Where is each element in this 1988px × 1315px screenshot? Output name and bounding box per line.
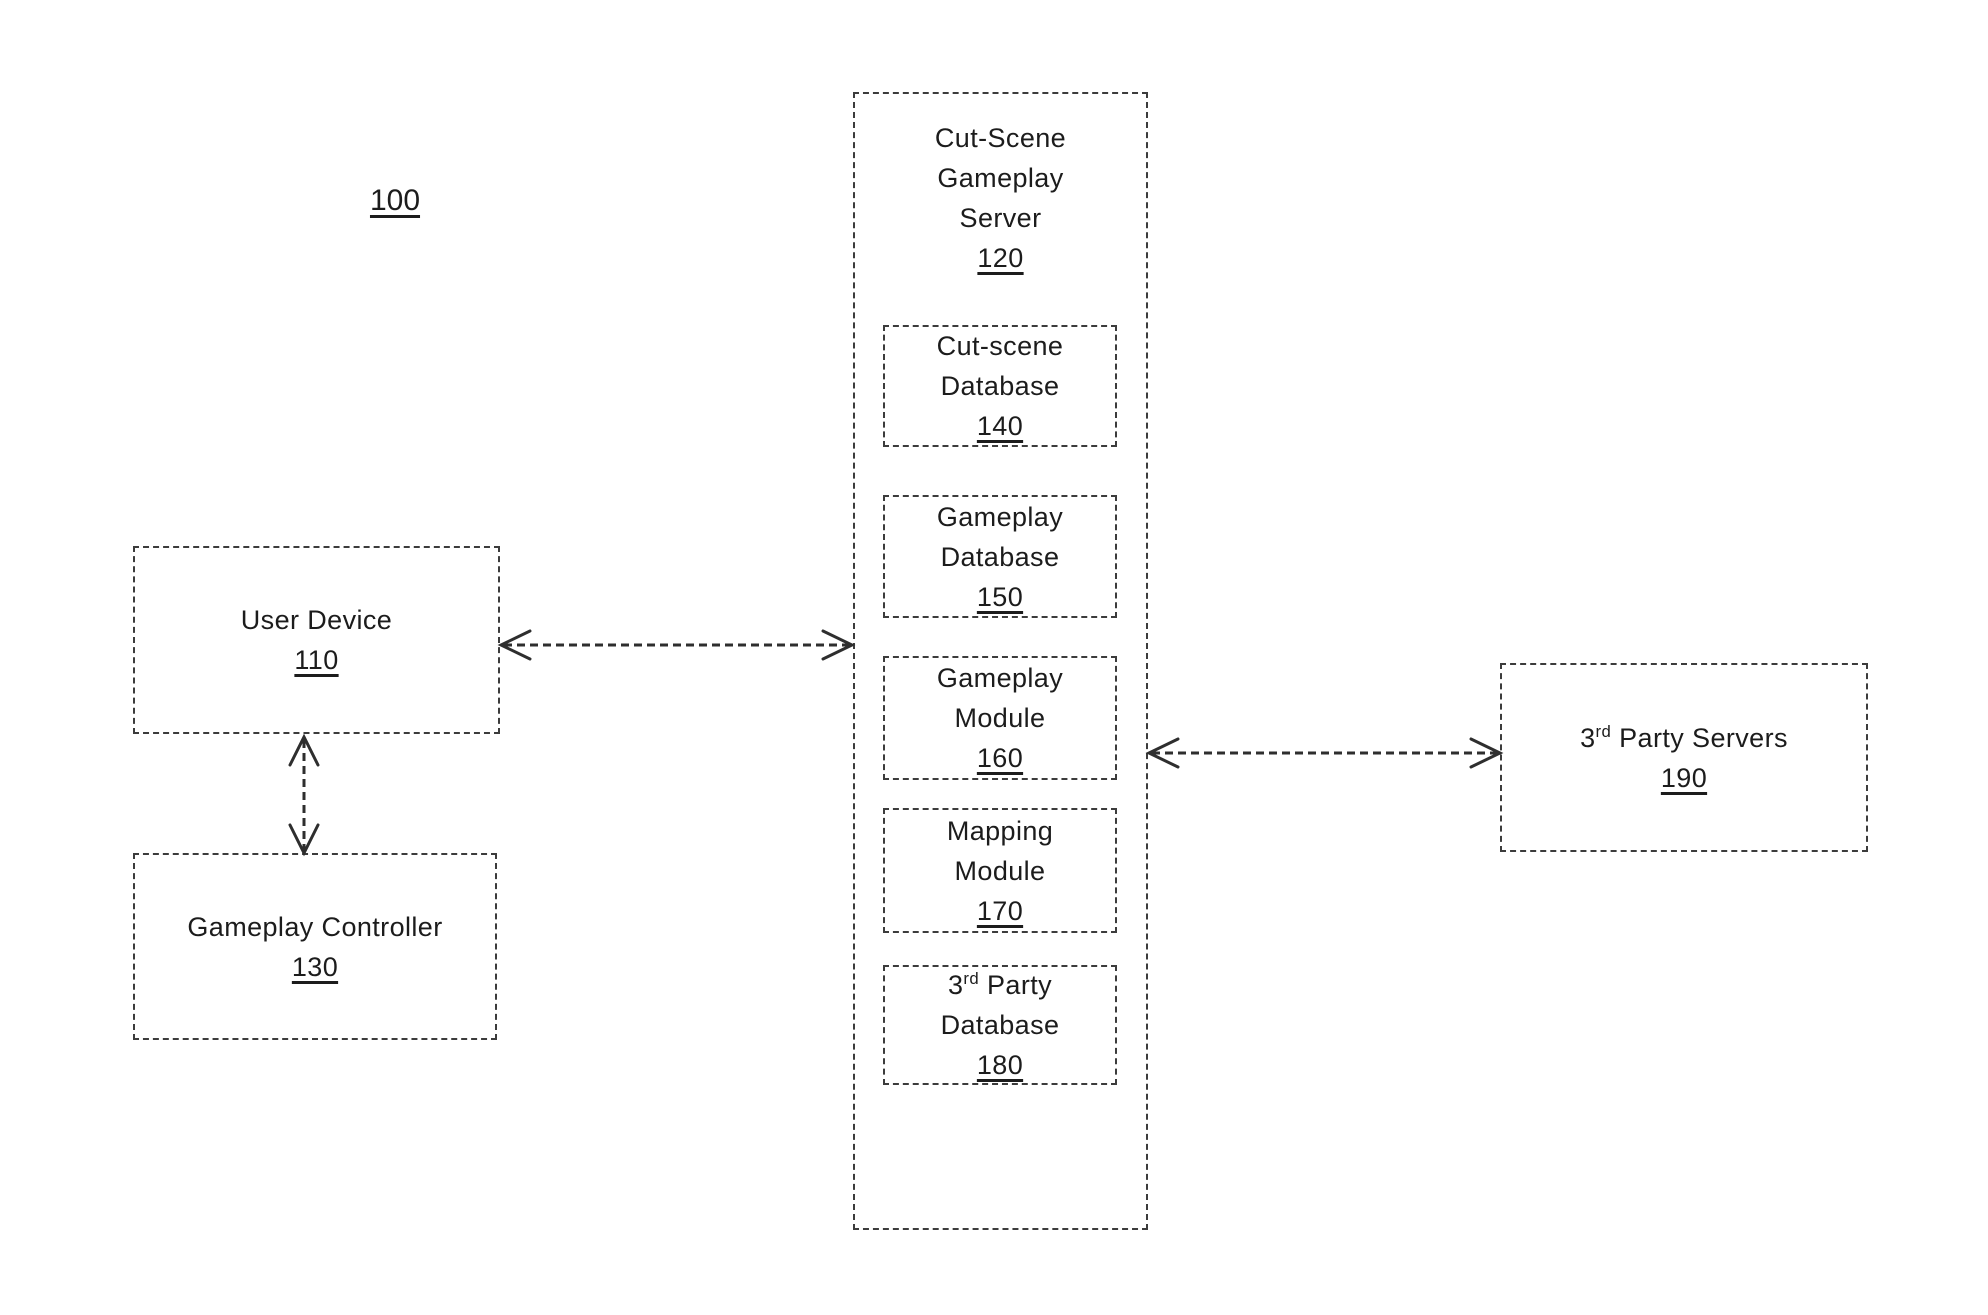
arrow-user-device-gameplay-controller-icon [288,733,320,857]
node-third-party-servers-label: 3rd Party Servers [1580,721,1788,753]
node-cut-scene-gameplay-server-title: Cut-Scene Gameplay Server 120 [853,118,1148,278]
node-gameplay-module: Gameplay Module 160 [883,656,1117,780]
node-cut-scene-gameplay-server-ref: 120 [977,243,1024,273]
node-cutscene-database: Cut-scene Database 140 [883,325,1117,447]
node-gameplay-database-label: Gameplay Database [936,501,1064,572]
node-gameplay-controller: Gameplay Controller 130 [133,853,497,1040]
figure-label: 100 [369,184,421,217]
ordinal-superscript: rd [1595,721,1612,741]
node-gameplay-database-ref: 150 [976,581,1024,612]
node-user-device: User Device 110 [133,546,500,734]
node-user-device-label: User Device [240,605,393,635]
node-third-party-database-label: 3rd Party [947,969,1053,1000]
node-gameplay-controller-label: Gameplay Controller [187,911,443,942]
node-gameplay-database: Gameplay Database 150 [883,495,1117,618]
arrow-user-device-server-icon [497,629,856,661]
node-cutscene-database-label: Cut-scene Database [936,331,1064,401]
node-mapping-module-label: Mapping Module [946,815,1054,886]
node-gameplay-controller-ref: 130 [291,951,339,982]
node-cut-scene-gameplay-server-label: Cut-Scene Gameplay Server [934,123,1067,233]
node-user-device-ref: 110 [294,645,339,675]
node-third-party-database: 3rd Party Database 180 [883,965,1117,1085]
node-third-party-servers: 3rd Party Servers 190 [1500,663,1868,852]
node-third-party-database-ref: 180 [976,1050,1024,1080]
node-gameplay-module-label: Gameplay Module [936,663,1064,733]
node-third-party-database-label2: Database [940,1010,1060,1040]
ordinal-superscript: rd [963,969,980,988]
node-mapping-module-ref: 170 [976,895,1024,926]
node-third-party-servers-ref: 190 [1660,762,1708,793]
node-gameplay-module-ref: 160 [976,743,1024,773]
arrow-server-third-party-servers-icon [1145,737,1504,769]
node-mapping-module: Mapping Module 170 [883,808,1117,933]
node-cutscene-database-ref: 140 [976,411,1024,441]
